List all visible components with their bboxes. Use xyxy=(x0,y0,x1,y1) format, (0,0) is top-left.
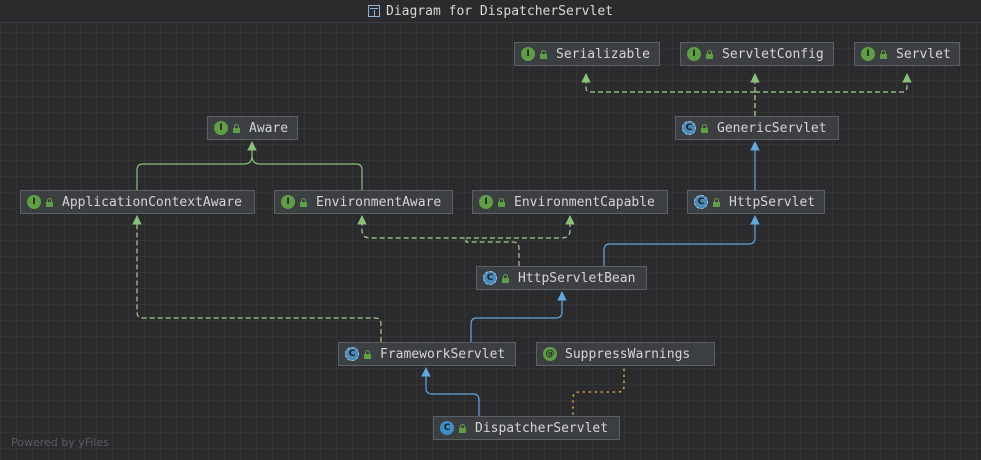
class-icon: C xyxy=(440,421,454,435)
node-label: Servlet xyxy=(896,46,951,62)
edge-httpservletbean-environmentcapable xyxy=(466,215,575,239)
node-dispatcherservlet[interactable]: C DispatcherServlet xyxy=(433,416,620,440)
lock-icon xyxy=(458,423,467,433)
node-label: SuppressWarnings xyxy=(565,346,691,362)
lock-icon xyxy=(539,49,548,59)
lock-icon xyxy=(45,197,54,207)
interface-icon: I xyxy=(521,47,535,61)
title-bar: Diagram for DispatcherServlet xyxy=(0,0,981,23)
interface-icon: I xyxy=(861,47,875,61)
lock-icon xyxy=(700,123,709,133)
edge-httpservletbean-environmentaware xyxy=(357,215,520,266)
node-serializable[interactable]: I Serializable xyxy=(514,42,660,66)
interface-icon: I xyxy=(214,121,228,135)
node-applicationcontextaware[interactable]: I ApplicationContextAware xyxy=(20,190,255,214)
abstract-class-icon: C xyxy=(682,121,696,135)
node-label: ServletConfig xyxy=(722,46,824,62)
node-servletconfig[interactable]: I ServletConfig xyxy=(680,42,834,66)
node-label: EnvironmentAware xyxy=(316,194,442,210)
interface-icon: I xyxy=(281,195,295,209)
annotation-icon: @ xyxy=(543,347,557,361)
lock-icon xyxy=(497,197,506,207)
edge-httpservletbean-httpservlet xyxy=(603,215,760,266)
abstract-class-icon: C xyxy=(694,195,708,209)
lock-icon xyxy=(705,49,714,59)
node-aware[interactable]: I Aware xyxy=(207,116,298,140)
node-frameworkservlet[interactable]: C FrameworkServlet xyxy=(338,342,516,366)
edge-frameworkservlet-applicationcontextaware xyxy=(132,215,382,342)
node-label: Serializable xyxy=(556,46,650,62)
window-title: Diagram for DispatcherServlet xyxy=(386,3,613,19)
interface-icon: I xyxy=(687,47,701,61)
lock-icon xyxy=(879,49,888,59)
watermark: Powered by yFiles xyxy=(11,436,109,449)
node-label: FrameworkServlet xyxy=(380,346,506,362)
node-httpservlet[interactable]: C HttpServlet xyxy=(687,190,825,214)
lock-icon xyxy=(232,123,241,133)
edge-genericservlet-serializable xyxy=(581,73,756,116)
edge-dispatcherservlet-frameworkservlet xyxy=(421,367,480,416)
edge-frameworkservlet-httpservletbean xyxy=(470,291,567,342)
edge-environmentaware-aware xyxy=(251,155,363,190)
node-suppresswarnings[interactable]: @ SuppressWarnings xyxy=(536,342,715,366)
node-label: HttpServlet xyxy=(729,194,816,210)
edge-dispatcherservlet-suppresswarnings xyxy=(572,367,625,415)
edge-genericservlet-servlet xyxy=(755,73,912,93)
node-label: ApplicationContextAware xyxy=(62,194,243,210)
diagram-icon xyxy=(368,5,380,17)
lock-icon xyxy=(363,349,372,359)
node-label: HttpServletBean xyxy=(518,270,636,286)
node-label: GenericServlet xyxy=(717,120,827,136)
interface-icon: I xyxy=(27,195,41,209)
node-environmentcapable[interactable]: I EnvironmentCapable xyxy=(472,190,668,214)
lock-icon xyxy=(501,273,510,283)
node-environmentaware[interactable]: I EnvironmentAware xyxy=(274,190,453,214)
abstract-class-icon: C xyxy=(345,347,359,361)
node-label: EnvironmentCapable xyxy=(514,194,655,210)
abstract-class-icon: C xyxy=(483,271,497,285)
interface-icon: I xyxy=(479,195,493,209)
node-httpservletbean[interactable]: C HttpServletBean xyxy=(476,266,647,290)
lock-icon xyxy=(299,197,308,207)
node-label: DispatcherServlet xyxy=(475,420,609,436)
lock-icon xyxy=(712,197,721,207)
edge-applicationcontextaware-aware xyxy=(136,141,257,190)
node-servlet[interactable]: I Servlet xyxy=(854,42,960,66)
node-label: Aware xyxy=(249,120,289,136)
node-genericservlet[interactable]: C GenericServlet xyxy=(675,116,839,140)
